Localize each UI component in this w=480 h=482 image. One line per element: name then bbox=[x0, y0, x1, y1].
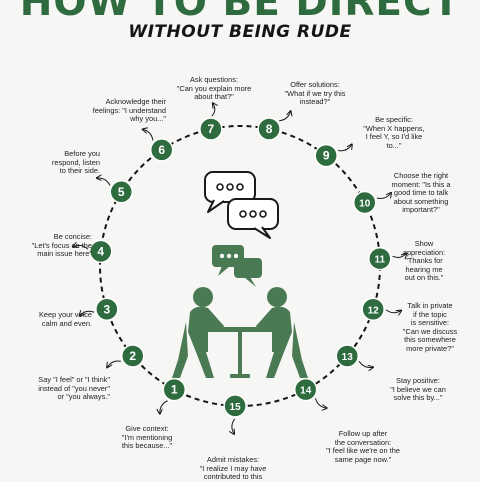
step-arrow-8 bbox=[279, 111, 291, 122]
step-number-8: 8 bbox=[266, 122, 273, 136]
step-label-2: Say "I feel" or "I think" instead of "yo… bbox=[38, 375, 110, 402]
step-label-10: Choose the right moment: "Is this a good… bbox=[391, 171, 451, 215]
step-label-6: Acknowledge their feelings: "I understan… bbox=[92, 97, 166, 124]
step-node-6: 6 bbox=[149, 138, 174, 162]
step-node-2: 2 bbox=[121, 344, 145, 368]
step-arrow-10 bbox=[376, 193, 391, 199]
step-number-11: 11 bbox=[375, 255, 386, 266]
step-arrow-11 bbox=[392, 253, 407, 257]
step-number-7: 7 bbox=[208, 122, 215, 136]
step-label-3: Keep your voice calm and even. bbox=[39, 310, 92, 328]
step-node-5: 5 bbox=[109, 180, 134, 204]
step-number-5: 5 bbox=[118, 185, 125, 199]
speech-bubble-icon bbox=[227, 198, 279, 239]
step-node-4: 4 bbox=[89, 239, 113, 264]
step-number-15: 15 bbox=[230, 402, 242, 413]
step-arrow-13 bbox=[358, 360, 373, 367]
step-label-12: Talk in private if the topic is sensitiv… bbox=[402, 301, 458, 353]
step-arrow-14 bbox=[315, 398, 326, 408]
step-label-15: Admit mistakes: "I realize I may have co… bbox=[199, 455, 267, 482]
speech-bubble-icon bbox=[204, 171, 256, 213]
step-number-12: 12 bbox=[368, 305, 380, 316]
step-number-6: 6 bbox=[158, 143, 165, 157]
step-arrow-15 bbox=[232, 418, 235, 434]
step-number-3: 3 bbox=[104, 302, 111, 316]
step-node-13: 13 bbox=[335, 344, 359, 368]
step-label-8: Offer solutions: "What if we try this in… bbox=[284, 80, 346, 107]
step-label-1: Give context: "I'm mentioning this becau… bbox=[121, 424, 173, 451]
step-arrow-5 bbox=[97, 178, 111, 186]
step-node-7: 7 bbox=[199, 117, 223, 141]
step-arrow-4 bbox=[73, 245, 89, 250]
step-arrow-2 bbox=[107, 360, 121, 367]
step-node-12: 12 bbox=[361, 297, 385, 322]
step-label-4: Be concise: "Let's focus on the main iss… bbox=[31, 232, 92, 259]
two-people-talking-icon bbox=[172, 245, 308, 378]
step-label-9: Be specific: "When X happens, I feel Y, … bbox=[363, 115, 425, 150]
step-node-8: 8 bbox=[257, 117, 281, 141]
step-number-4: 4 bbox=[97, 244, 104, 258]
step-number-1: 1 bbox=[171, 383, 178, 397]
step-number-10: 10 bbox=[359, 198, 371, 209]
page-subtitle: WITHOUT BEING RUDE bbox=[128, 22, 352, 42]
step-number-2: 2 bbox=[129, 349, 136, 363]
step-node-10: 10 bbox=[352, 190, 377, 215]
step-node-14: 14 bbox=[293, 377, 318, 402]
step-node-3: 3 bbox=[95, 297, 119, 322]
step-number-9: 9 bbox=[323, 149, 330, 163]
step-arrow-6 bbox=[143, 129, 154, 141]
step-node-9: 9 bbox=[314, 143, 338, 168]
page-title: HOW TO BE DIRECT bbox=[19, 0, 461, 25]
step-arrow-12 bbox=[385, 309, 401, 313]
step-number-14: 14 bbox=[300, 386, 312, 397]
step-label-5: Before you respond, listen to their side… bbox=[51, 149, 100, 176]
step-label-11: Show appreciation: "Thanks for hearing m… bbox=[402, 239, 446, 283]
step-arrow-1 bbox=[160, 400, 168, 414]
step-number-13: 13 bbox=[342, 352, 354, 363]
step-arrow-9 bbox=[338, 144, 352, 152]
step-label-14: Follow up after the conversation: "I fee… bbox=[326, 429, 400, 464]
step-node-11: 11 bbox=[368, 246, 392, 271]
step-node-15: 15 bbox=[223, 394, 247, 418]
step-label-7: Ask questions: "Can you explain more abo… bbox=[176, 75, 252, 102]
step-node-1: 1 bbox=[162, 377, 187, 402]
step-arrow-3 bbox=[80, 311, 95, 315]
step-label-13: Stay positive: "I believe we can solve t… bbox=[390, 376, 446, 403]
step-arrow-7 bbox=[211, 103, 215, 117]
